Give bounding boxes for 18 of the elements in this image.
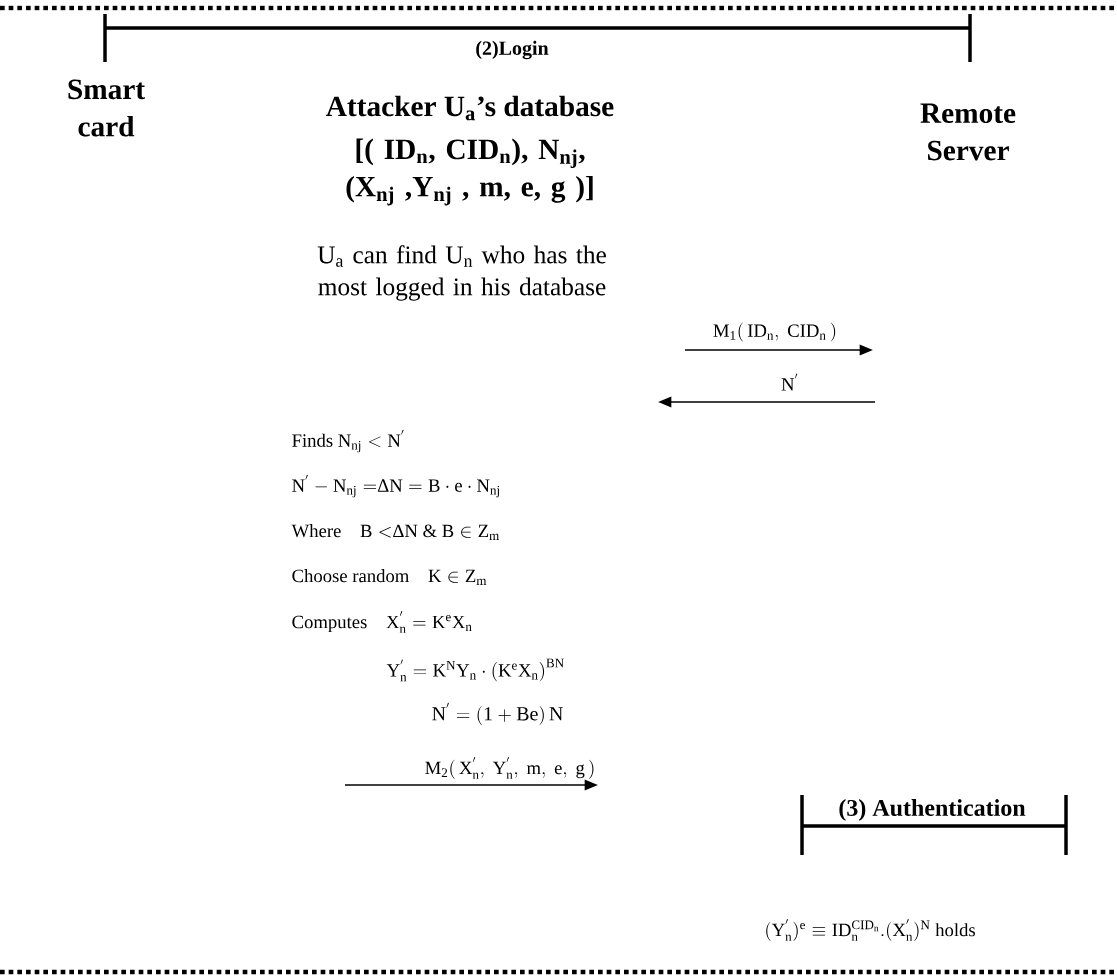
formula: $\text{Computes}\quad \mathrm{X_{n}^{'} = K^{e} X_{n}}$ — [292, 611, 472, 633]
note-text: U$_{a}$ can find U$_{n}$ who has the most logged in his database — [317, 245, 606, 301]
message-label: $\mathrm{M_{1}(\,ID_{n},\ CID_{n}\,)}$ — [713, 322, 836, 342]
message-label: $\mathrm{N^{'}}$ — [781, 373, 798, 391]
party-label: Smart card — [68, 79, 145, 137]
section-heading: (2)Login — [476, 40, 549, 60]
message-label: $\mathrm{M_{2}(\,X_{n}^{'},\ Y_{n}^{'},\ m,\ e,\ g\,)}$ — [425, 757, 594, 779]
formula: $\text{Finds }\mathrm{N_{nj} < N^{'}}$ — [292, 429, 404, 453]
formula: $\mathrm{Y_{n}^{'} = K^{N} Y_{n} \cdot \left(K^{e} X_{n}\right)^{BN}}$ — [386, 658, 564, 682]
party-label: Remote Server — [920, 103, 1016, 161]
formula: $\mathrm{N^{'} - N_{nj} =}\text{Δ}\mathrm{N = B\cdot e\cdot N_{nj}}$ — [292, 474, 499, 498]
formula: $\mathrm{N^{'} = \left(1 + Be\right) N}$ — [432, 702, 563, 726]
formula: $\text{Choose random}\quad \mathrm{K \in Z_{m}}$ — [292, 569, 487, 585]
section-heading: (3) Authentication — [839, 799, 1026, 821]
database-contents: [( ID$_{n}$, CID$_{n}$), N$_{nj}$, (X$_{nj}$ ,Y$_{nj}$ , m, e, g )] — [346, 138, 593, 206]
formula: $\mathrm{(Y_{n}^{'})^{e} \equiv ID_{n}^{CID_{n}} . (X_{n}^{'})^{N}}\ \text{holds}$ — [766, 919, 975, 941]
database-heading: Attacker U$_{a}$’s database — [326, 95, 614, 121]
formula: $\text{Where}\quad \mathrm{B <}\text{Δ}\mathrm{N\ \&\ B \in Z_{m}}$ — [291, 524, 500, 540]
